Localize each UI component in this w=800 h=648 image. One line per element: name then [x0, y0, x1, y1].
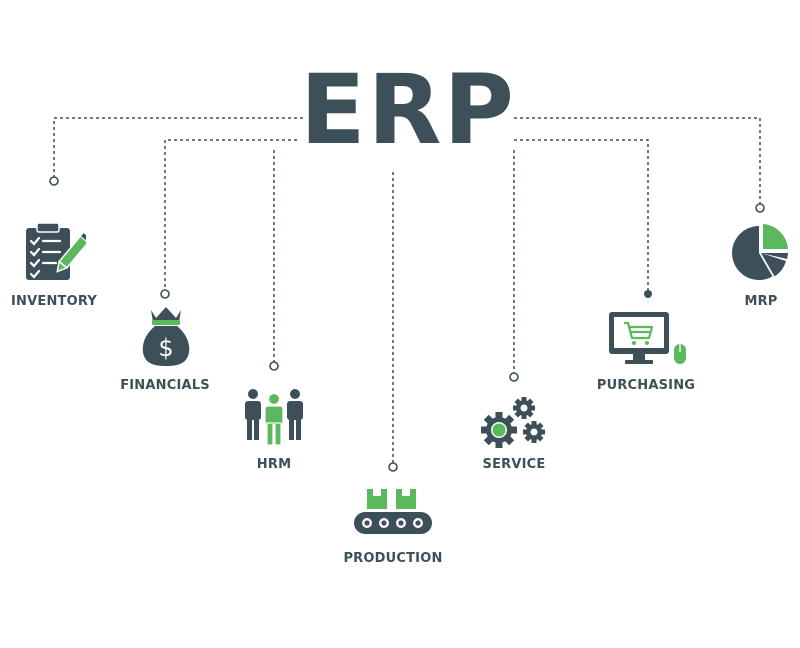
- inventory-label: INVENTORY: [11, 294, 97, 309]
- gears-icon: [481, 397, 545, 448]
- production-label: PRODUCTION: [343, 551, 443, 566]
- erp-title: ERP: [300, 54, 516, 166]
- people-group-icon: [245, 389, 303, 446]
- hrm-label: HRM: [256, 457, 292, 472]
- money-bag-icon: $: [142, 307, 190, 366]
- service-label: SERVICE: [482, 457, 546, 472]
- pie-chart-icon: [732, 224, 788, 280]
- mrp-label: MRP: [744, 294, 778, 309]
- conveyor-boxes-icon: [354, 489, 432, 534]
- financials-label: FINANCIALS: [120, 378, 210, 393]
- computer-cart-icon: [609, 312, 686, 364]
- clipboard-checklist-icon: [26, 222, 86, 280]
- svg-text:$: $: [158, 334, 173, 362]
- purchasing-label: PURCHASING: [596, 378, 696, 393]
